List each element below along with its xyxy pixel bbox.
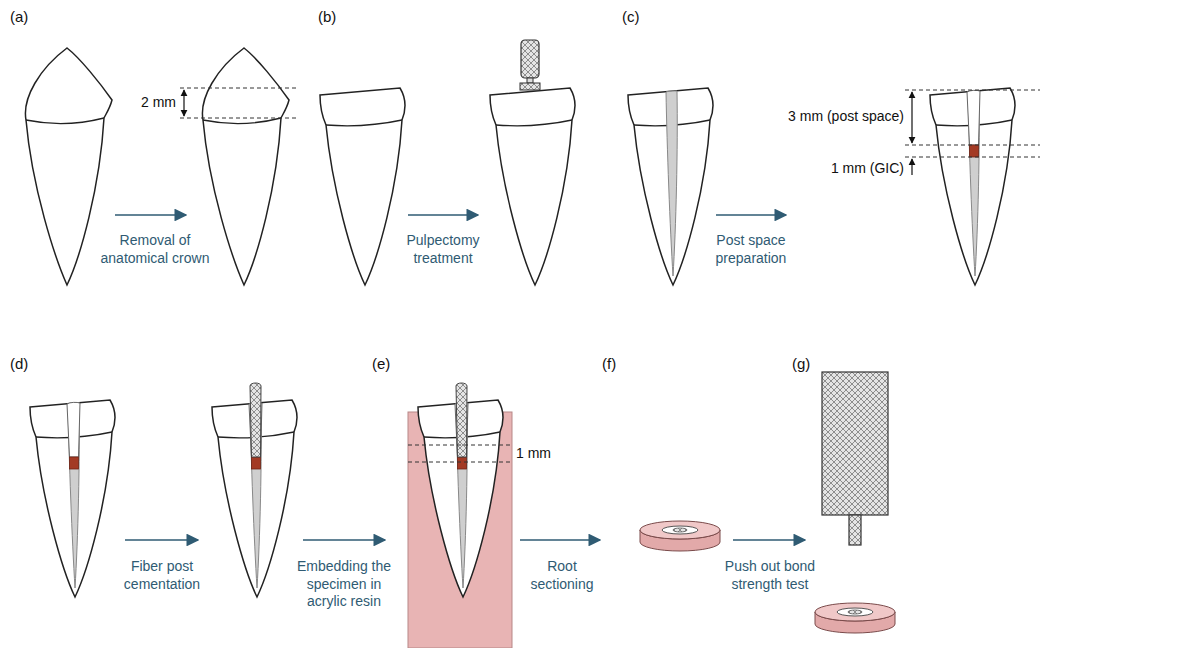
step-arrow bbox=[520, 539, 600, 541]
embedded-tooth bbox=[418, 383, 503, 597]
decoronated-tooth bbox=[320, 88, 405, 285]
fiber-post-tooth bbox=[212, 383, 297, 597]
dimension-arrow bbox=[911, 159, 912, 175]
root-slice bbox=[815, 603, 895, 633]
intact-tooth bbox=[25, 48, 112, 285]
post-space-tooth bbox=[930, 88, 1015, 285]
dimension-label: 1 mm bbox=[516, 445, 551, 463]
dimension-arrow bbox=[183, 90, 184, 116]
step-caption: Embedding the specimen in acrylic resin bbox=[288, 558, 400, 611]
step-caption: Fiber post cementation bbox=[112, 558, 212, 593]
step-caption: Pulpectomy treatment bbox=[393, 232, 493, 267]
step-arrow bbox=[733, 539, 805, 541]
dimension-label: 2 mm bbox=[116, 94, 176, 112]
step-caption: Post space preparation bbox=[701, 232, 801, 267]
root-slice bbox=[640, 521, 720, 551]
dimension-arrow bbox=[911, 92, 912, 143]
bur-instrument bbox=[520, 40, 540, 90]
step-arrow bbox=[408, 214, 478, 216]
step-caption: Removal of anatomical crown bbox=[95, 232, 215, 267]
post-space-tooth bbox=[30, 400, 115, 597]
dimension-label: 1 mm (GIC) bbox=[798, 160, 904, 178]
panel-letter: (e) bbox=[372, 355, 390, 374]
step-caption: Root sectioning bbox=[517, 558, 607, 593]
panel-letter: (f) bbox=[602, 355, 616, 374]
panel-letter: (a) bbox=[10, 8, 28, 27]
step-arrow bbox=[125, 539, 198, 541]
step-arrow bbox=[115, 214, 186, 216]
dimension-label: 3 mm (post space) bbox=[778, 108, 904, 126]
panel-letter: (d) bbox=[10, 355, 28, 374]
panel-letter: (c) bbox=[622, 8, 640, 27]
intact-tooth bbox=[202, 48, 289, 285]
push-out-plunger bbox=[822, 372, 888, 545]
step-arrow bbox=[716, 214, 786, 216]
filled-root-tooth bbox=[628, 88, 713, 285]
panel-letter: (b) bbox=[318, 8, 336, 27]
step-caption: Push out bond strength test bbox=[714, 558, 826, 593]
decoronated-tooth bbox=[490, 88, 575, 285]
panel-letter: (g) bbox=[792, 355, 810, 374]
step-arrow bbox=[303, 539, 385, 541]
